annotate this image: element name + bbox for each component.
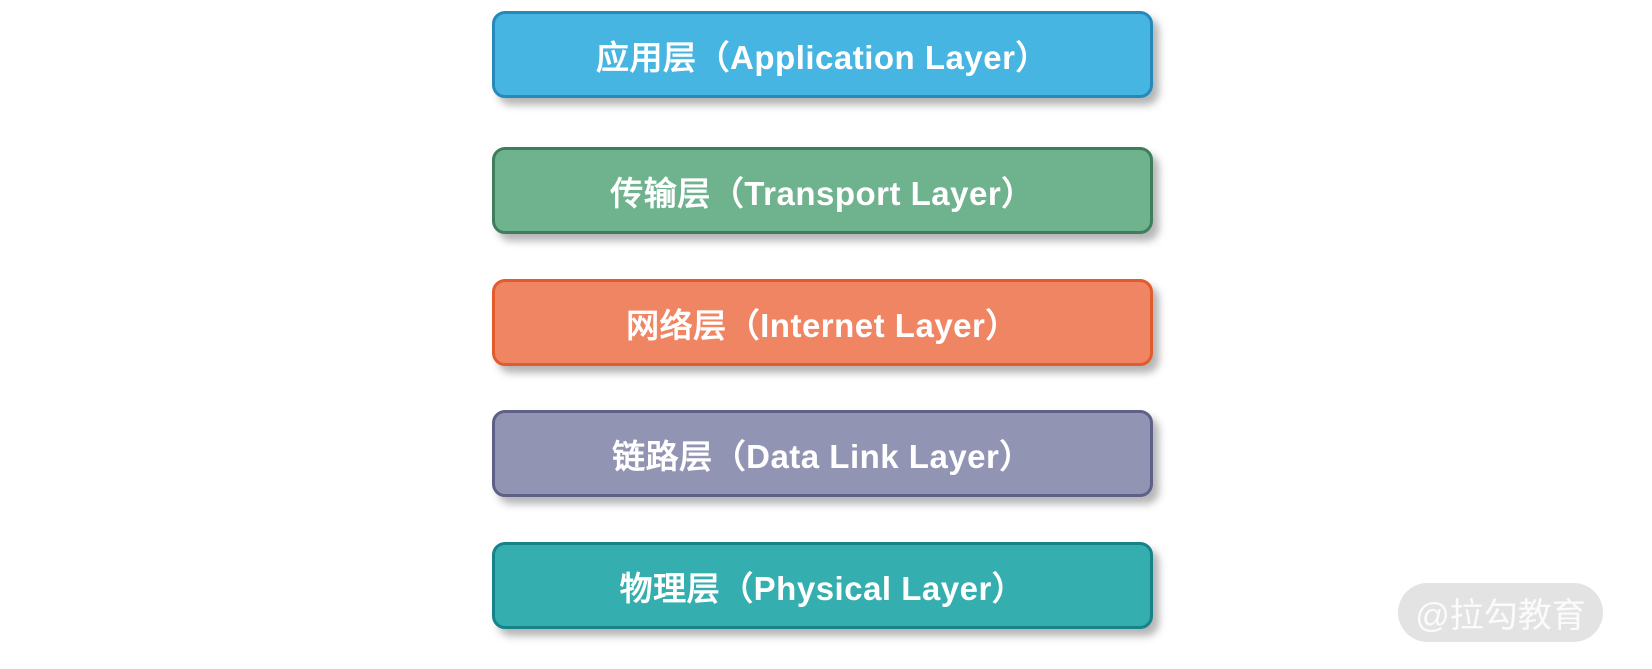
watermark-badge: @拉勾教育: [1398, 583, 1603, 642]
layer-box-application-layer: 应用层（Application Layer）: [492, 11, 1153, 98]
layer-label-application-layer: 应用层（Application Layer）: [596, 38, 1049, 76]
layer-label-physical-layer: 物理层（Physical Layer）: [619, 569, 1026, 607]
layer-label-data-link-layer: 链路层（Data Link Layer）: [612, 437, 1033, 475]
layer-box-data-link-layer: 链路层（Data Link Layer）: [492, 410, 1153, 497]
layer-box-transport-layer: 传输层（Transport Layer）: [492, 147, 1153, 234]
layer-box-physical-layer: 物理层（Physical Layer）: [492, 542, 1153, 629]
watermark-label: @拉勾教育: [1415, 597, 1586, 635]
layer-label-transport-layer: 传输层（Transport Layer）: [610, 174, 1035, 212]
layer-box-internet-layer: 网络层（Internet Layer）: [492, 279, 1153, 366]
layer-label-internet-layer: 网络层（Internet Layer）: [626, 306, 1019, 344]
